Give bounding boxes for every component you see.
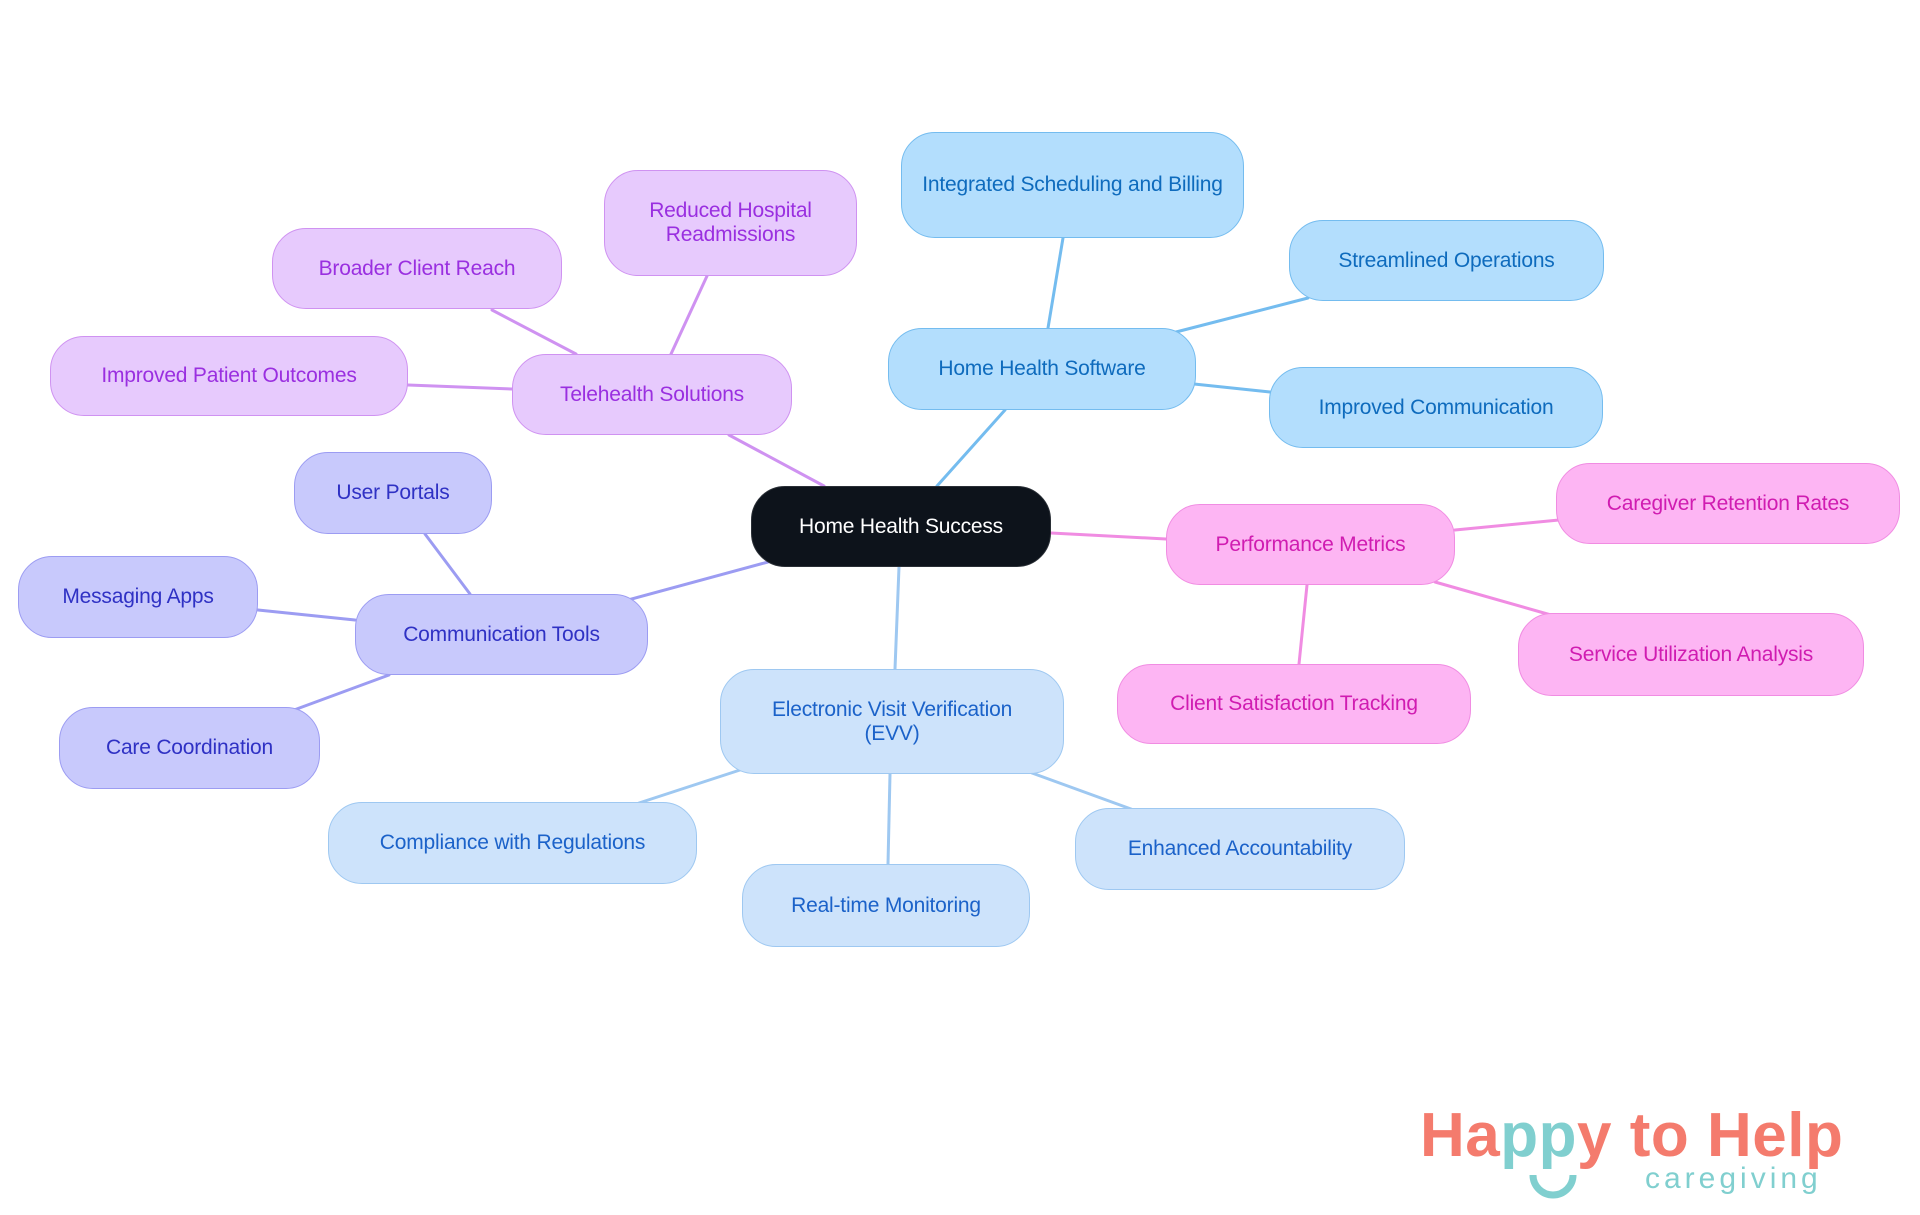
logo-text-coral-2: y to Help xyxy=(1577,1101,1844,1170)
edge-telehealth-reach xyxy=(490,308,578,356)
branch-home-health-software: Home Health Software xyxy=(888,328,1196,410)
edge-telehealth-outcomes xyxy=(406,383,514,391)
branch-evv: Electronic Visit Verification (EVV) xyxy=(720,669,1064,774)
branch-performance-metrics: Performance Metrics xyxy=(1166,504,1455,585)
edge-evv-monitoring xyxy=(886,772,892,866)
edge-center-software xyxy=(935,408,1007,488)
leaf-user-portals: User Portals xyxy=(294,452,492,534)
edge-performance-utilization xyxy=(1433,580,1553,617)
edge-center-communication-tools xyxy=(626,560,770,602)
logo-text-teal: pp xyxy=(1500,1101,1578,1170)
edge-software-communication xyxy=(1192,382,1272,394)
leaf-reduced-readmissions: Reduced Hospital Readmissions xyxy=(604,170,857,276)
logo-text: Happy to Help xyxy=(1420,1100,1843,1171)
edge-evv-compliance xyxy=(637,768,742,805)
branch-communication-tools: Communication Tools xyxy=(355,594,648,675)
edge-telehealth-readmissions xyxy=(669,274,709,356)
edge-center-performance xyxy=(1049,531,1168,541)
edge-evv-accountability xyxy=(1030,771,1133,811)
edge-performance-retention xyxy=(1453,518,1561,532)
logo-text-coral-1: Ha xyxy=(1420,1101,1501,1170)
branch-telehealth-solutions: Telehealth Solutions xyxy=(512,354,792,435)
leaf-integrated-scheduling: Integrated Scheduling and Billing xyxy=(901,132,1244,238)
edge-software-scheduling xyxy=(1046,236,1065,330)
leaf-enhanced-accountability: Enhanced Accountability xyxy=(1075,808,1405,890)
logo-subtext: caregiving xyxy=(1645,1162,1822,1195)
leaf-care-coordination: Care Coordination xyxy=(59,707,320,789)
leaf-service-utilization: Service Utilization Analysis xyxy=(1518,613,1864,696)
edge-software-streamlined xyxy=(1174,296,1310,334)
leaf-caregiver-retention: Caregiver Retention Rates xyxy=(1556,463,1900,544)
leaf-improved-communication: Improved Communication xyxy=(1269,367,1603,448)
leaf-broader-client-reach: Broader Client Reach xyxy=(272,228,562,309)
leaf-improved-patient-outcomes: Improved Patient Outcomes xyxy=(50,336,408,416)
leaf-streamlined-operations: Streamlined Operations xyxy=(1289,220,1604,301)
edge-center-telehealth xyxy=(727,433,826,488)
leaf-messaging-apps: Messaging Apps xyxy=(18,556,258,638)
smile-icon xyxy=(1529,1174,1577,1199)
edge-comm-messaging xyxy=(256,608,357,622)
leaf-compliance: Compliance with Regulations xyxy=(328,802,697,884)
leaf-client-satisfaction: Client Satisfaction Tracking xyxy=(1117,664,1471,744)
leaf-realtime-monitoring: Real-time Monitoring xyxy=(742,864,1030,947)
edge-comm-coordination xyxy=(292,673,391,712)
edge-comm-portals xyxy=(423,532,472,596)
center-node: Home Health Success xyxy=(751,486,1051,567)
brand-logo: Happy to Help caregiving xyxy=(1420,1100,1890,1210)
edge-center-evv xyxy=(893,565,901,671)
edge-performance-satisfaction xyxy=(1297,583,1309,666)
